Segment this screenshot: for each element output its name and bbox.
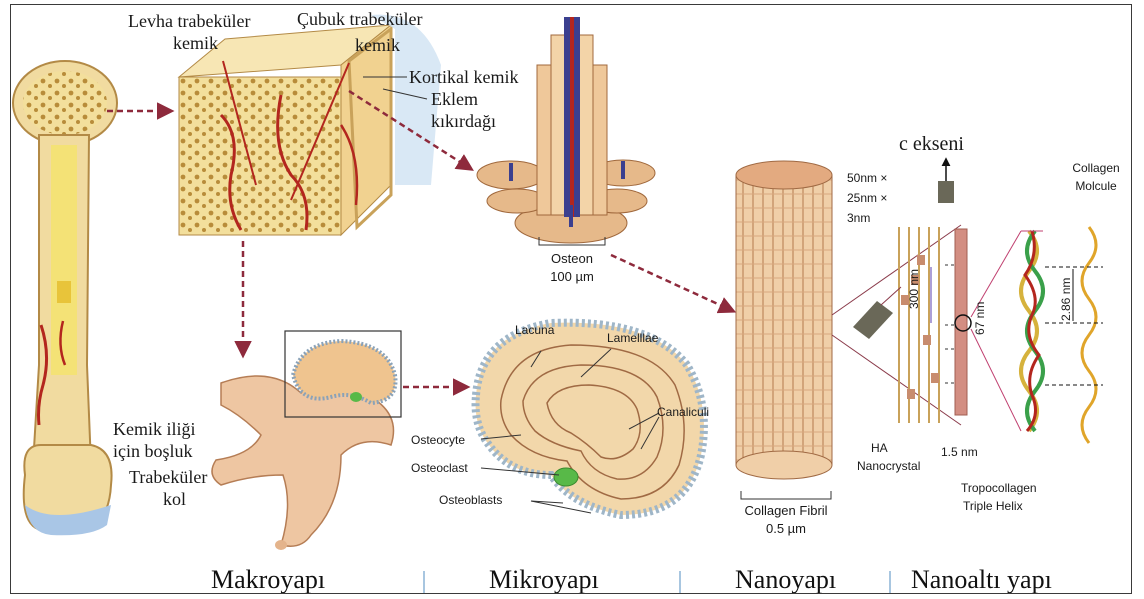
label-crystal-dim1: 50nm × xyxy=(847,171,887,185)
label-1-5nm: 1.5 nm xyxy=(941,445,978,459)
label-levha-line2: kemik xyxy=(173,33,218,53)
section-divider xyxy=(679,571,681,593)
label-fibril: Collagen Fibril xyxy=(731,503,841,518)
ha-crystal-tilted xyxy=(853,301,893,339)
label-ha-line2: Nanocrystal xyxy=(857,459,920,473)
label-lamellae: Lamelllae xyxy=(607,331,658,345)
long-bone-illustration xyxy=(13,61,117,535)
label-molecule-line1: Collagen xyxy=(1063,161,1129,175)
label-cubuk-line2: kemik xyxy=(355,35,400,55)
label-c-axis: c ekseni xyxy=(899,133,964,155)
label-osteocyte: Osteocyte xyxy=(411,433,465,447)
triple-helix-illustration xyxy=(1021,231,1043,431)
label-300nm: 300 nm xyxy=(907,269,921,309)
label-canaliculi: Canaliculi xyxy=(657,405,709,419)
figure-frame: Levha trabeküler kemik Çubuk trabeküler … xyxy=(10,4,1132,594)
section-nanoyapi: Nanoyapı xyxy=(735,565,836,594)
label-osteoblasts: Osteoblasts xyxy=(439,493,502,507)
label-286nm: 2.86 nm xyxy=(1059,278,1073,321)
collagen-fibril-illustration xyxy=(736,161,832,479)
label-osteoclast: Osteoclast xyxy=(411,461,468,475)
label-crystal-dim3: 3nm xyxy=(847,211,870,225)
label-cubuk-line1: Çubuk trabeküler xyxy=(297,9,422,29)
nano-fibril-structure xyxy=(897,227,971,423)
label-ilik-line2: için boşluk xyxy=(113,441,193,461)
section-makroyapi: Makroyapı xyxy=(211,565,325,594)
label-kol-line2: kol xyxy=(163,489,186,509)
label-molecule-line2: Molcule xyxy=(1063,179,1129,193)
section-divider xyxy=(889,571,891,593)
label-osteon: Osteon xyxy=(539,251,605,266)
section-mikroyapi: Mikroyapı xyxy=(489,565,599,594)
label-osteon-size: 100 µm xyxy=(539,269,605,284)
ha-crystal-upright xyxy=(938,181,954,203)
label-fibril-size: 0.5 µm xyxy=(731,521,841,536)
label-helix-line1: Tropocollagen xyxy=(961,481,1037,495)
section-divider xyxy=(423,571,425,593)
label-lacuna: Lacuna xyxy=(515,323,554,337)
label-eklem-line1: Eklem xyxy=(431,89,478,109)
label-eklem-line2: kıkırdağı xyxy=(431,111,496,131)
label-ha-line1: HA xyxy=(871,441,888,455)
label-crystal-dim2: 25nm × xyxy=(847,191,887,205)
inset-osteon xyxy=(293,341,396,403)
label-helix-line2: Triple Helix xyxy=(963,499,1023,513)
label-ilik-line1: Kemik iliği xyxy=(113,419,196,439)
label-kortikal: Kortikal kemik xyxy=(409,67,518,87)
label-levha-line1: Levha trabeküler xyxy=(128,11,250,31)
osteon-illustration xyxy=(477,17,655,243)
section-nanoalti-yapi: Nanoaltı yapı xyxy=(911,565,1052,594)
label-67nm: 67 nm xyxy=(973,302,987,335)
label-kol-line1: Trabeküler xyxy=(129,467,207,487)
collagen-molecule-chain xyxy=(1082,227,1096,443)
